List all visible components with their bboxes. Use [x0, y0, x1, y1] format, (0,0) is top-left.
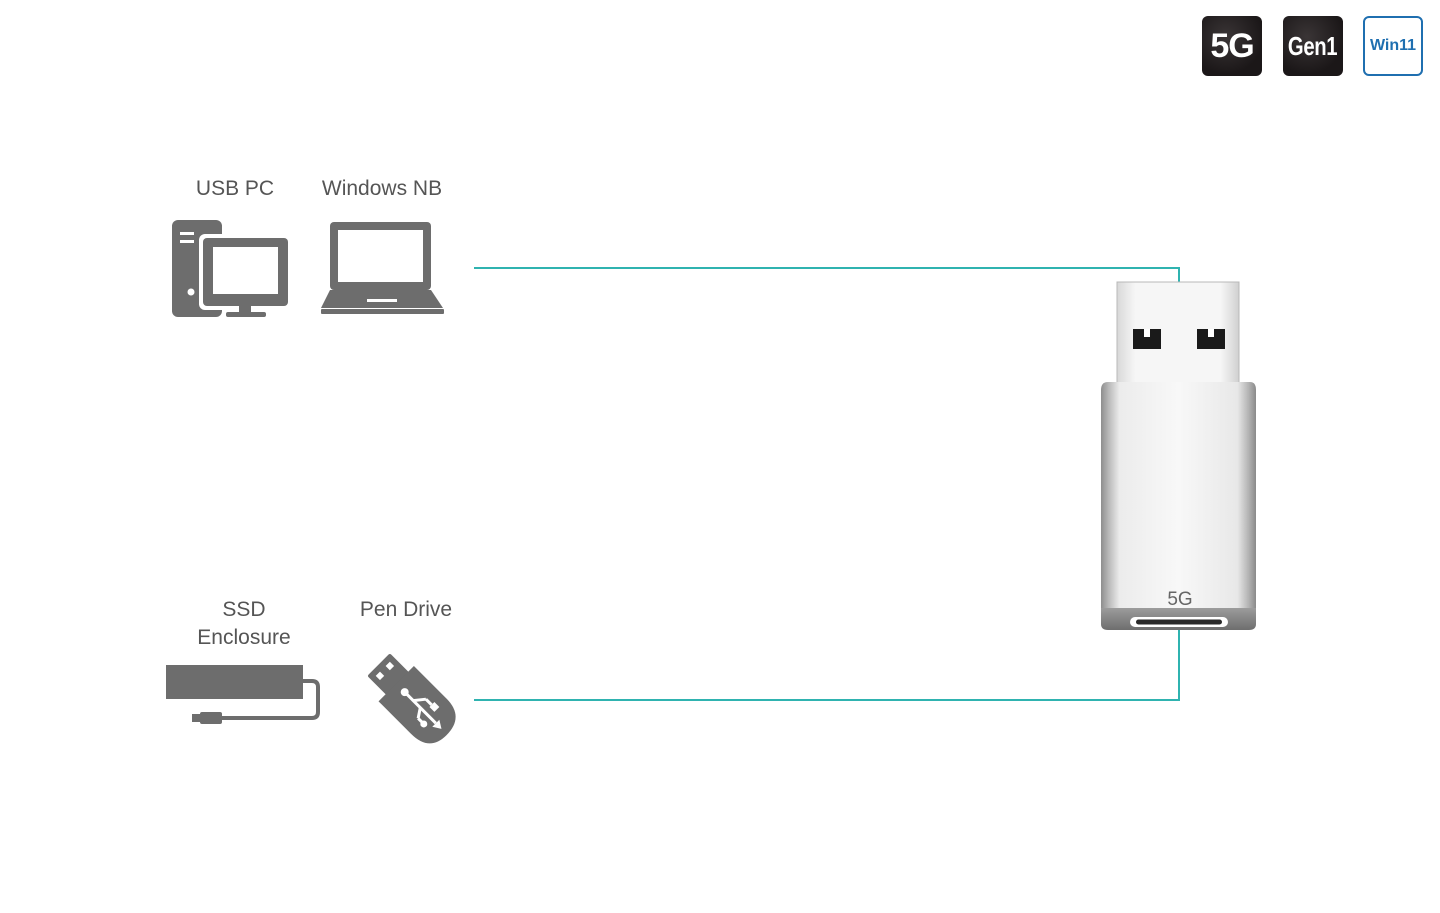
label-windows-nb: Windows NB — [321, 177, 443, 200]
badge-gen1-text: Gen1 — [1288, 30, 1338, 61]
laptop-icon — [321, 222, 444, 314]
label-usb-pc: USB PC — [195, 177, 275, 200]
badge-win11: Win11 — [1363, 16, 1423, 76]
badge-5g-text: 5G — [1210, 26, 1254, 65]
badge-win11-text: Win11 — [1369, 37, 1417, 54]
host-connection-line — [474, 267, 1180, 294]
usb-adapter-image — [1101, 281, 1256, 630]
label-ssd-enclosure: SSD Enclosure — [170, 596, 318, 652]
device-connection-line — [474, 620, 1180, 701]
desktop-pc-icon — [172, 220, 291, 317]
usb-pen-drive-icon — [368, 654, 456, 744]
label-ssd-line1: SSD — [222, 598, 266, 621]
label-ssd-line2: Enclosure — [197, 626, 291, 649]
label-pen-drive: Pen Drive — [359, 598, 453, 621]
adapter-port-label: 5G — [1167, 589, 1192, 610]
badge-gen1: Gen1 — [1283, 16, 1343, 76]
ssd-enclosure-icon — [166, 665, 320, 724]
badge-5g: 5G — [1202, 16, 1262, 76]
